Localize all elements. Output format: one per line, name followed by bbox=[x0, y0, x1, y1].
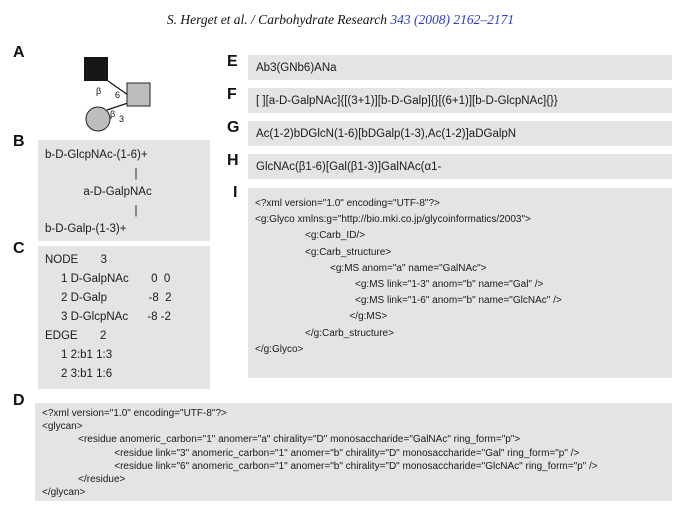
linkage-line-1-6 bbox=[107, 80, 129, 96]
glycan-symbol-diagram: β 6 β 3 bbox=[84, 57, 151, 132]
panel-label-f: F bbox=[227, 86, 237, 103]
panel-label-d: D bbox=[13, 392, 25, 409]
running-head: S. Herget et al. / Carbohydrate Research… bbox=[0, 12, 681, 28]
panel-f-box: [ ][a-D-GalpNAc]{[(3+1)][b-D-Galp]{}[(6+… bbox=[248, 88, 672, 113]
panel-label-c: C bbox=[13, 240, 25, 257]
panel-label-b: B bbox=[13, 133, 25, 150]
panel-d-box: <?xml version="1.0" encoding="UTF-8"?> <… bbox=[35, 403, 672, 501]
panel-b-text: b-D-GlcpNAc-(1-6)+ | a-D-GalpNAc | b-D-G… bbox=[45, 149, 152, 236]
panel-label-e: E bbox=[227, 53, 238, 70]
panel-h-box: GlcNAc(β1-6)[Gal(β1-3)]GalNAc(α1- bbox=[248, 154, 672, 179]
running-head-text: S. Herget et al. / Carbohydrate Research bbox=[166, 12, 391, 27]
panel-i-box: <?xml version="1.0" encoding="UTF-8"?> <… bbox=[248, 188, 672, 378]
panel-f-text: [ ][a-D-GalpNAc]{[(3+1)][b-D-Galp]{}[(6+… bbox=[256, 94, 558, 107]
panel-e-box: Ab3(GNb6)ANa bbox=[248, 55, 672, 80]
position-label-top: 6 bbox=[115, 90, 120, 100]
anomer-label-bottom: β bbox=[110, 109, 115, 119]
panel-g-text: Ac(1-2)bDGlcN(1-6)[bDGalp(1-3),Ac(1-2)]a… bbox=[256, 127, 517, 140]
linkage-line-1-3 bbox=[106, 102, 129, 111]
panel-c-text: NODE 3 1 D-GalpNAc 0 0 2 D-Galp -8 2 3 D… bbox=[45, 254, 172, 380]
citation-link[interactable]: 343 (2008) 2162–2171 bbox=[390, 12, 515, 27]
gray-circle-icon bbox=[85, 106, 111, 132]
panel-c-box: NODE 3 1 D-GalpNAc 0 0 2 D-Galp -8 2 3 D… bbox=[38, 246, 210, 389]
panel-label-h: H bbox=[227, 152, 239, 169]
panel-label-a: A bbox=[13, 44, 25, 61]
panel-e-text: Ab3(GNb6)ANa bbox=[256, 61, 337, 74]
panel-g-box: Ac(1-2)bDGlcN(1-6)[bDGalp(1-3),Ac(1-2)]a… bbox=[248, 121, 672, 146]
panel-label-i: I bbox=[233, 184, 238, 201]
position-label-bottom: 3 bbox=[119, 114, 124, 124]
panel-label-g: G bbox=[227, 119, 240, 136]
panel-i-xml-text: <?xml version="1.0" encoding="UTF-8"?> <… bbox=[255, 198, 562, 355]
anomer-label-top: β bbox=[96, 86, 101, 96]
gray-square-icon bbox=[126, 82, 151, 107]
black-square-icon bbox=[84, 57, 108, 81]
panel-d-xml-text: <?xml version="1.0" encoding="UTF-8"?> <… bbox=[42, 408, 598, 499]
panel-b-box: b-D-GlcpNAc-(1-6)+ | a-D-GalpNAc | b-D-G… bbox=[38, 140, 210, 241]
panel-h-text: GlcNAc(β1-6)[Gal(β1-3)]GalNAc(α1- bbox=[256, 160, 442, 173]
